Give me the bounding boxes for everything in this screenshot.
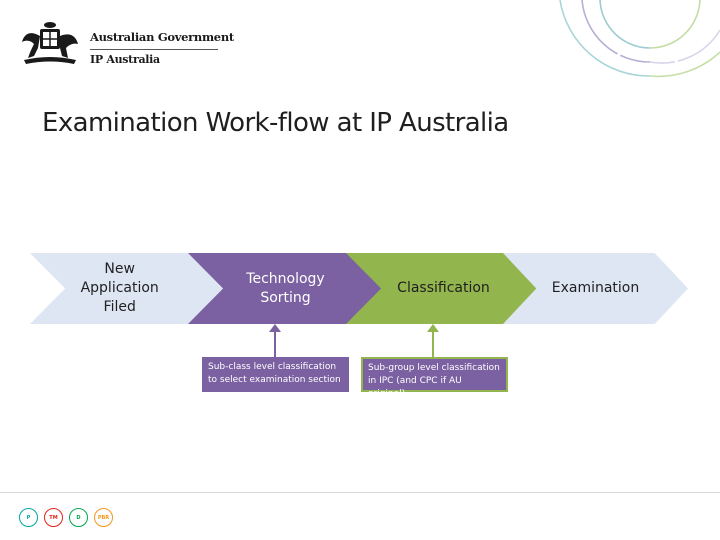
decorative-rings [559, 0, 720, 78]
step-label: Technology Sorting [246, 270, 325, 306]
classification-note: Sub-group level classification in IPC (a… [361, 357, 508, 399]
agency-text: IP Australia [90, 53, 160, 66]
step-classification: Classification [346, 253, 541, 324]
government-text: Australian Government [90, 30, 234, 44]
logo-divider [90, 49, 218, 50]
plant-breeders-rights-icon: PBR [94, 508, 113, 527]
technology-sorting-note: Sub-class level classification to select… [202, 357, 349, 392]
patent-icon: P [19, 508, 38, 527]
coat-of-arms-icon [22, 22, 78, 64]
step-label: Classification [397, 280, 490, 296]
trade-mark-icon: TM [44, 508, 63, 527]
arrow-up-icon [269, 324, 281, 357]
step-label: Examination [551, 280, 640, 296]
page-title: Examination Work-flow at IP Australia [42, 108, 509, 138]
footer-divider [0, 492, 720, 493]
ip-australia-logo: Australian Government IP Australia [16, 16, 234, 70]
step-label: New Application Filed [80, 261, 159, 315]
design-icon: D [69, 508, 88, 527]
arrow-up-icon [427, 324, 439, 357]
step-new-application-filed: New Application Filed [30, 253, 225, 324]
